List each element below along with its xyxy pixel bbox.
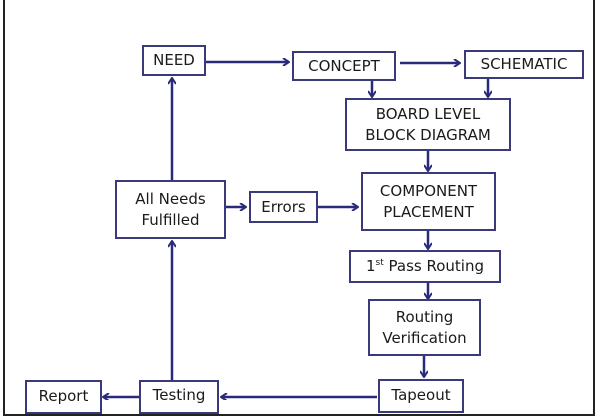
node-need-label: NEED bbox=[153, 51, 195, 69]
node-errors-label: Errors bbox=[261, 197, 306, 216]
node-component-placement: COMPONENT PLACEMENT bbox=[361, 172, 496, 231]
node-component-line1: COMPONENT bbox=[379, 181, 478, 200]
node-need: NEED bbox=[142, 45, 206, 76]
node-concept: CONCEPT bbox=[292, 51, 396, 81]
first-pass-ordinal: st bbox=[375, 258, 384, 268]
node-testing: Testing bbox=[139, 380, 219, 414]
node-tapeout: Tapeout bbox=[378, 379, 464, 413]
node-board-level-block-diagram: BOARD LEVEL BLOCK DIAGRAM bbox=[345, 98, 511, 151]
node-errors: Errors bbox=[249, 191, 318, 223]
node-report: Report bbox=[25, 380, 102, 414]
node-routing-line1: Routing bbox=[395, 307, 454, 326]
node-first-pass-label: 1st Pass Routing bbox=[366, 256, 484, 277]
node-board-line1: BOARD LEVEL bbox=[375, 104, 481, 123]
node-first-pass-routing: 1st Pass Routing bbox=[349, 250, 501, 283]
node-board-line2: BLOCK DIAGRAM bbox=[365, 125, 491, 144]
node-all-needs-fulfilled: All Needs Fulfilled bbox=[115, 180, 226, 239]
node-routing-line2: Verification bbox=[382, 328, 467, 347]
node-allneeds-line1: All Needs bbox=[135, 189, 206, 208]
node-schematic-label: SCHEMATIC bbox=[480, 55, 568, 73]
first-pass-number: 1 bbox=[365, 257, 376, 275]
node-tapeout-label: Tapeout bbox=[391, 386, 451, 404]
node-concept-label: CONCEPT bbox=[308, 56, 380, 75]
node-testing-label: Testing bbox=[152, 386, 206, 404]
node-schematic: SCHEMATIC bbox=[464, 50, 584, 79]
connector-arrows bbox=[0, 0, 600, 400]
node-component-line2: PLACEMENT bbox=[383, 202, 474, 221]
first-pass-text: Pass Routing bbox=[383, 257, 484, 275]
node-report-label: Report bbox=[38, 387, 89, 405]
node-routing-verification: Routing Verification bbox=[368, 299, 481, 356]
node-allneeds-line2: Fulfilled bbox=[141, 210, 200, 229]
